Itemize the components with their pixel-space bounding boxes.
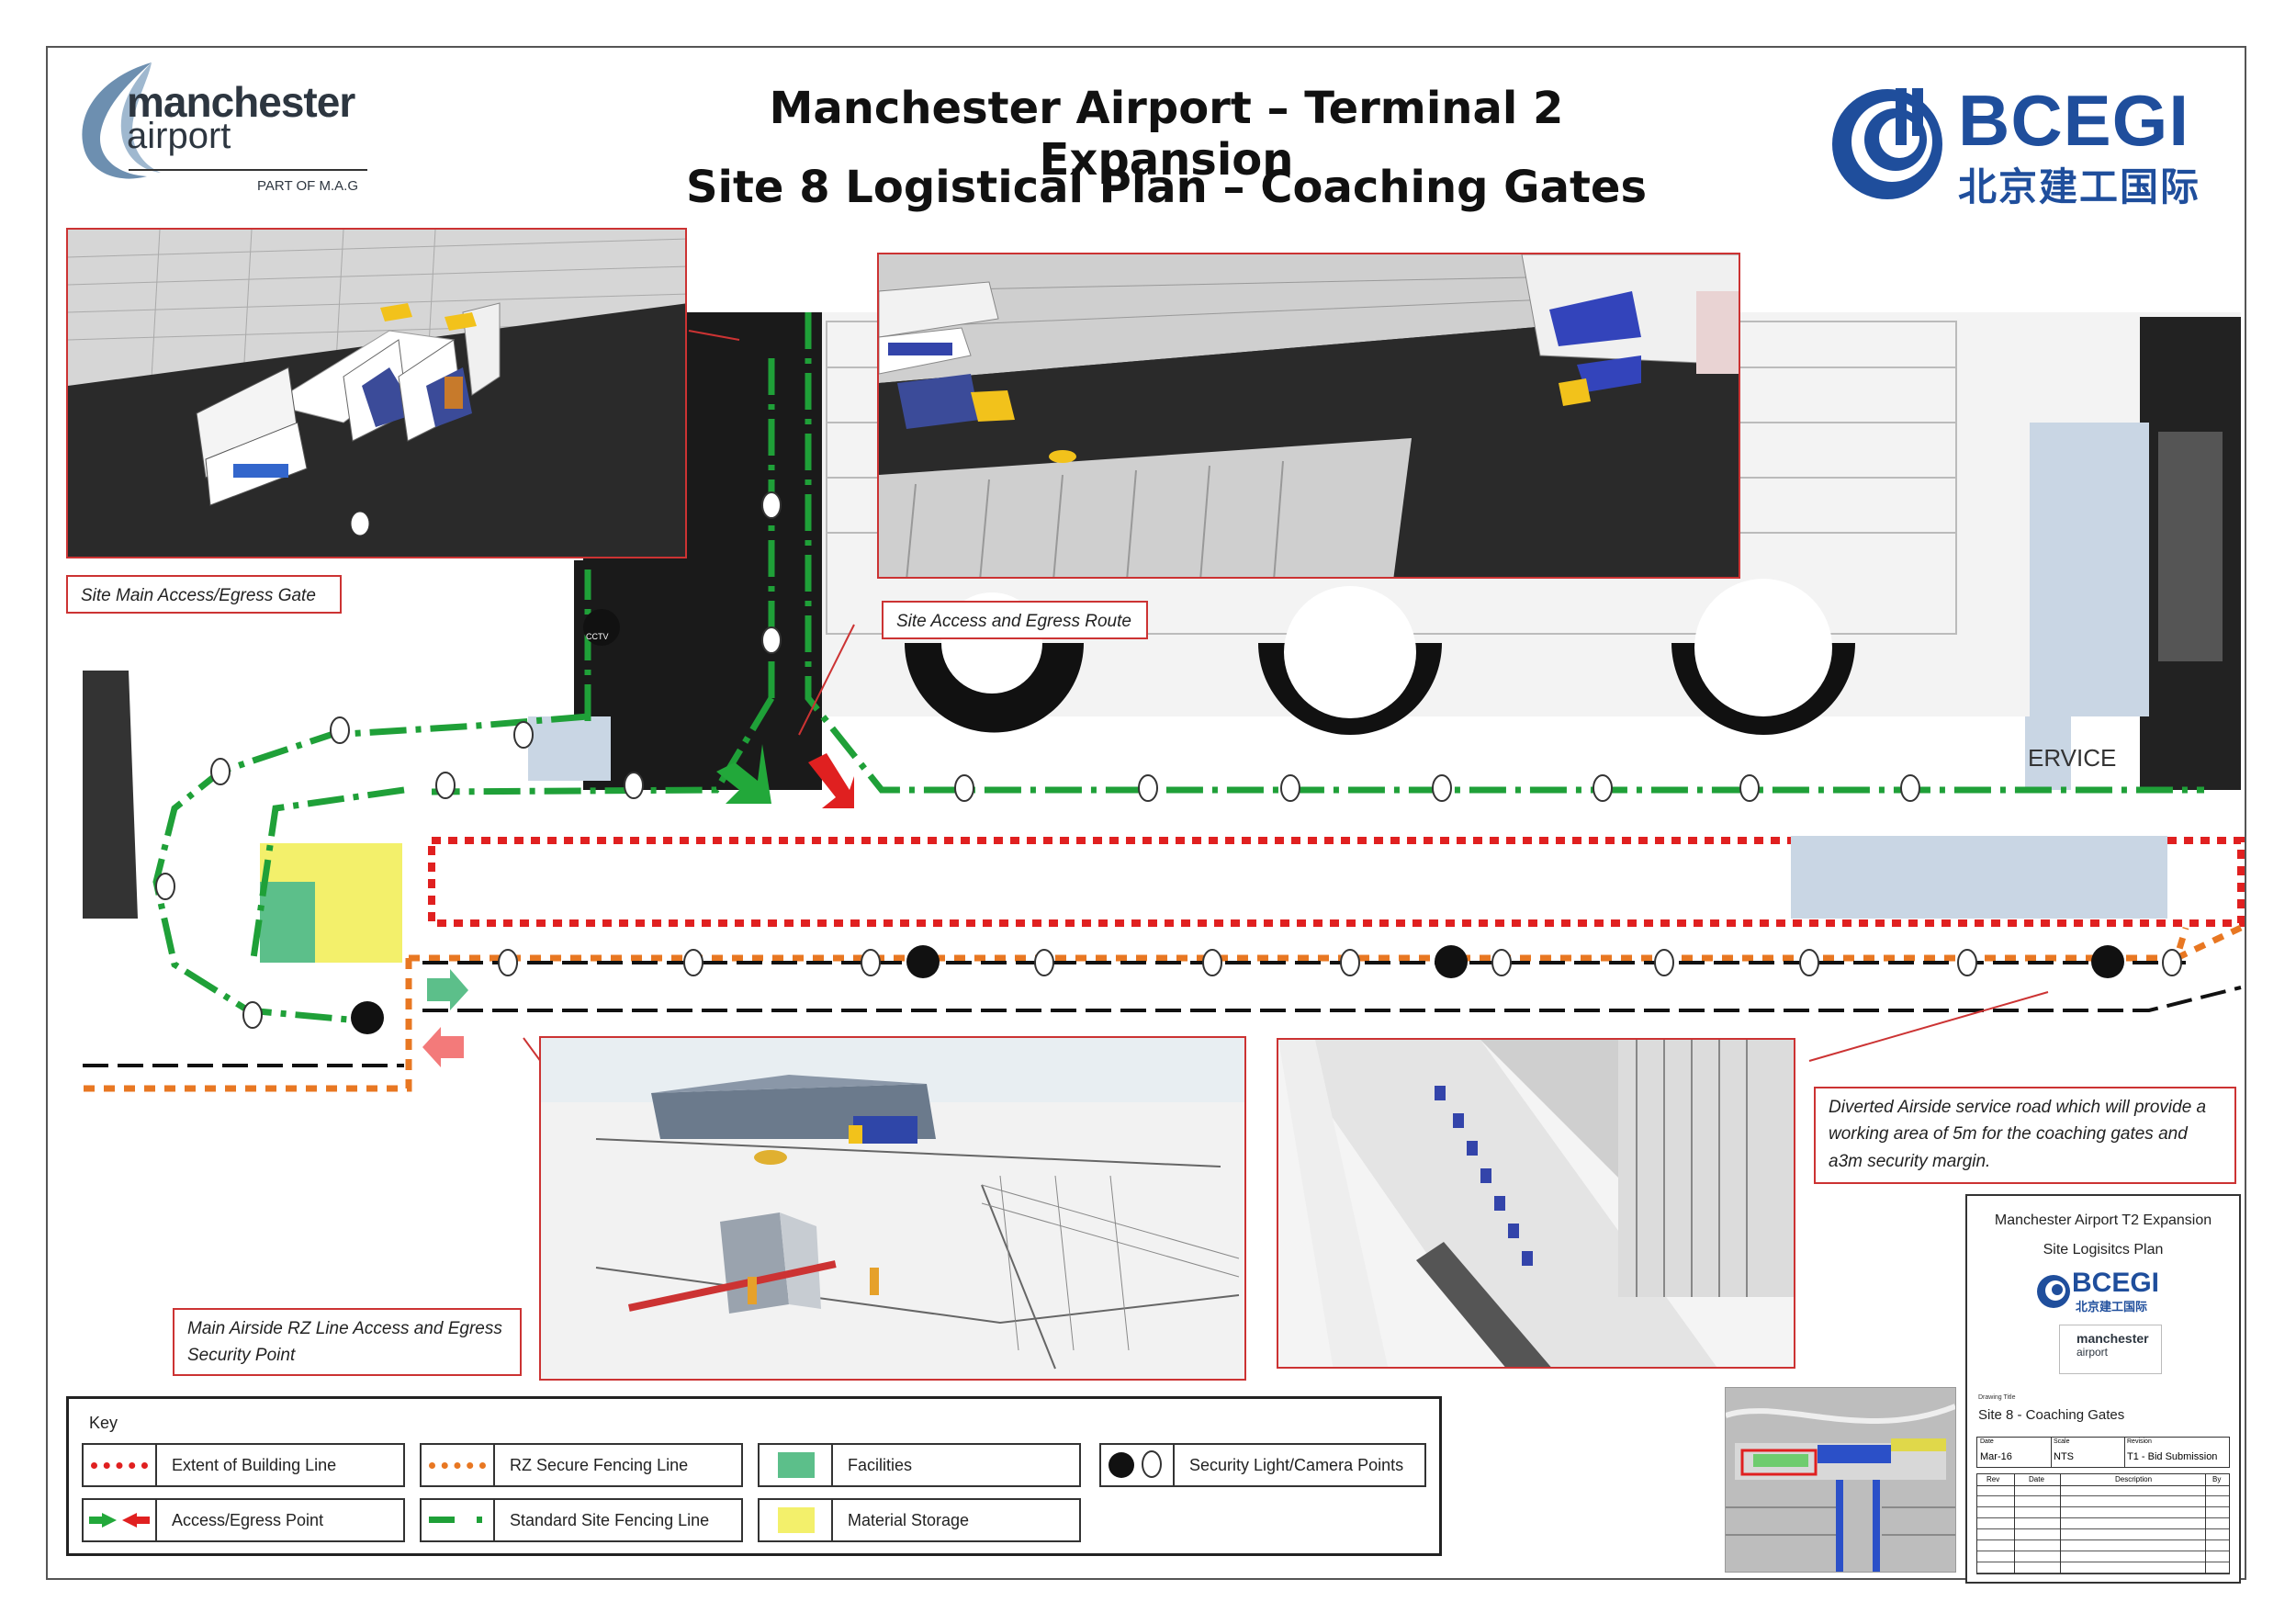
render-coaching-gates	[1277, 1038, 1795, 1369]
tb-scale-label: Scale	[2054, 1438, 2070, 1445]
tb-drawing-title: Site 8 - Coaching Gates	[1978, 1407, 2125, 1423]
bcegi-wordmark: BCEGI	[1958, 80, 2190, 161]
manchester-airport-logo: manchester airport PART OF M.A.G	[64, 59, 377, 197]
render-access-route	[877, 253, 1740, 579]
map-service-label: ERVICE	[2028, 744, 2117, 772]
callout-access-route: Site Access and Egress Route	[882, 601, 1148, 639]
green-dashed-line-icon	[422, 1500, 495, 1540]
tb-scale: NTS	[2054, 1451, 2074, 1462]
page-title: Manchester Airport – Terminal 2 Expansio…	[769, 83, 1564, 186]
yellow-square-icon	[760, 1500, 833, 1540]
legend-item-access-egress: Access/Egress Point	[82, 1498, 405, 1542]
tb-drawing-title-label: Drawing Title	[1978, 1394, 2016, 1401]
tb-by-col: By	[2212, 1475, 2222, 1483]
callout-diverted-road: Diverted Airside service road which will…	[1814, 1087, 2236, 1184]
green-square-icon	[760, 1445, 833, 1485]
callout-main-gate: Site Main Access/Egress Gate	[66, 575, 342, 614]
manchester-divider	[129, 169, 367, 171]
legend-key: Key Extent of Building Line RZ Secure Fe…	[66, 1396, 1442, 1556]
drawing-frame	[46, 46, 2246, 1580]
tb-date: Mar-16	[1980, 1451, 2012, 1462]
tb-revision-table: Rev Date Description By	[1976, 1473, 2230, 1574]
tb-bcegi-spiral-icon	[2037, 1275, 2070, 1308]
manchester-wordmark-1: manchester	[127, 78, 355, 126]
access-route-render-image	[879, 254, 1739, 577]
access-egress-arrows-icon	[84, 1500, 157, 1540]
title-block: Manchester Airport T2 Expansion Site Log…	[1965, 1194, 2241, 1584]
legend-item-material-storage: Material Storage	[758, 1498, 1081, 1542]
coaching-gates-render-image	[1278, 1040, 1794, 1367]
legend-item-security-light: Security Light/Camera Points	[1099, 1443, 1426, 1487]
render-main-gate	[66, 228, 687, 558]
red-dotted-line-icon	[84, 1445, 157, 1485]
tb-bcegi-chinese: 北京建工国际	[2076, 1300, 2148, 1314]
page-subtitle: Site 8 Logistical Plan – Coaching Gates	[685, 162, 1648, 213]
tb-revision-label: Revision	[2127, 1438, 2152, 1445]
legend-item-facilities: Facilities	[758, 1443, 1081, 1487]
manchester-swoosh-icon	[82, 62, 161, 179]
tb-date-col: Date	[2029, 1475, 2044, 1483]
callout-rz-line: Main Airside RZ Line Access and Egress S…	[173, 1308, 522, 1376]
tb-bcegi-wordmark: BCEGI	[2072, 1268, 2160, 1298]
tb-project: Manchester Airport T2 Expansion	[1994, 1212, 2212, 1228]
render-rz-security-point	[539, 1036, 1246, 1381]
bcegi-chinese: 北京建工国际	[1958, 165, 2201, 209]
location-minimap	[1725, 1387, 1957, 1573]
tb-revision: T1 - Bid Submission	[2127, 1451, 2218, 1462]
main-gate-render-image	[68, 230, 685, 557]
tb-date-label: Date	[1980, 1438, 1994, 1445]
tb-rev-col: Rev	[1986, 1475, 2000, 1483]
rz-security-render-image	[541, 1038, 1244, 1370]
manchester-wordmark-2: airport	[127, 116, 231, 156]
tb-bcegi-logo: BCEGI 北京建工国际	[2035, 1268, 2182, 1314]
bcegi-spiral-icon	[1832, 88, 1942, 199]
tb-plan: Site Logisitcs Plan	[2043, 1242, 2164, 1257]
tb-description-col: Description	[2115, 1475, 2153, 1483]
legend-title: Key	[89, 1414, 118, 1432]
legend-item-rz-fence: RZ Secure Fencing Line	[420, 1443, 743, 1487]
manchester-tagline: PART OF M.A.G	[257, 178, 359, 194]
cctv-light-icon	[1101, 1445, 1175, 1485]
legend-item-building-line: Extent of Building Line	[82, 1443, 405, 1487]
cctv-label: CCTV	[586, 632, 609, 641]
orange-dotted-line-icon	[422, 1445, 495, 1485]
bcegi-logo: BCEGI 北京建工国际	[1828, 80, 2232, 209]
tb-manchester-logo: manchester airport	[2059, 1325, 2162, 1374]
legend-item-site-fence: Standard Site Fencing Line	[420, 1498, 743, 1542]
